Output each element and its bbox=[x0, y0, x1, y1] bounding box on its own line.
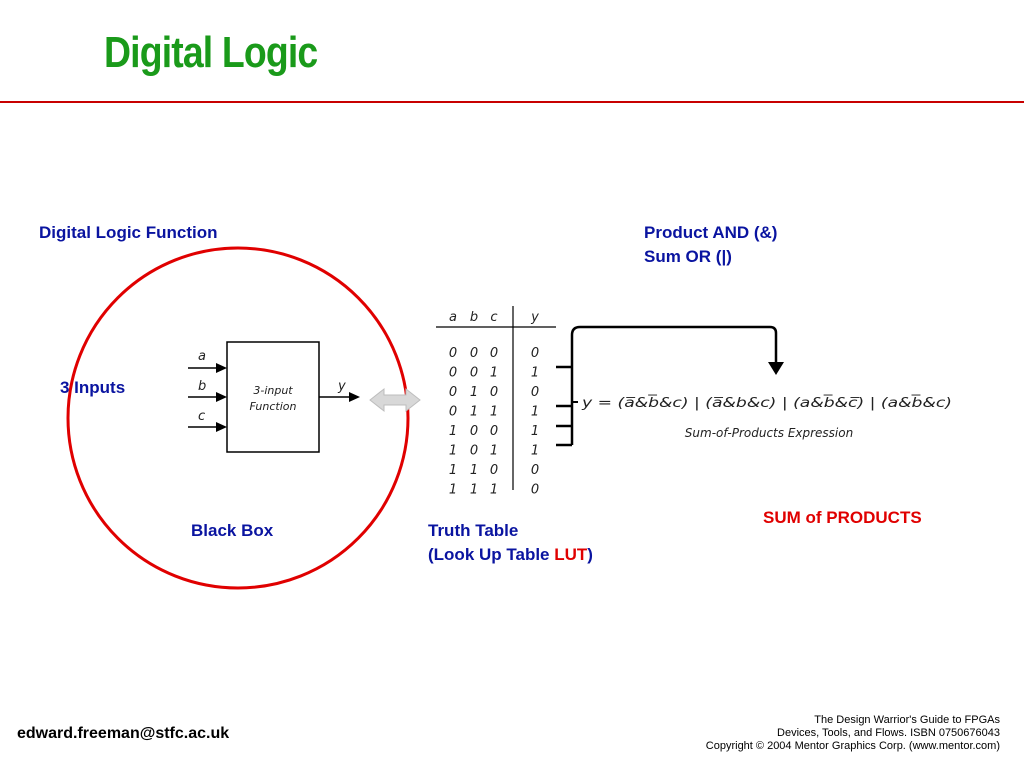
output-arrowhead bbox=[349, 392, 360, 402]
table-cell: 0 bbox=[531, 346, 539, 361]
table-cell: 1 bbox=[490, 483, 498, 498]
table-cell: 1 bbox=[531, 444, 539, 459]
sop-caption: Sum-of-Products Expression bbox=[685, 426, 853, 440]
table-cell: 0 bbox=[531, 385, 539, 400]
table-cell: 0 bbox=[449, 366, 457, 381]
table-cell: 1 bbox=[449, 483, 457, 498]
table-cell: 1 bbox=[531, 366, 539, 381]
table-cell: 0 bbox=[470, 346, 478, 361]
bracket-to-expression bbox=[570, 325, 778, 364]
table-cell: 1 bbox=[470, 405, 478, 420]
input-arrowheads bbox=[216, 363, 227, 432]
table-header-c: c bbox=[490, 310, 497, 325]
table-header-b: b bbox=[470, 310, 478, 325]
citation: The Design Warrior's Guide to FPGAs Devi… bbox=[706, 714, 1000, 753]
table-cell: 1 bbox=[531, 424, 539, 439]
table-cell: 0 bbox=[449, 346, 457, 361]
table-cell: 0 bbox=[449, 405, 457, 420]
table-cell: 1 bbox=[470, 385, 478, 400]
table-cell: 1 bbox=[470, 483, 478, 498]
table-cell: 1 bbox=[490, 444, 498, 459]
table-cell: 1 bbox=[531, 405, 539, 420]
sum-of-products-label: SUM of PRODUCTS bbox=[763, 508, 922, 527]
page-title: Digital Logic bbox=[104, 28, 318, 77]
table-header-a: a bbox=[449, 310, 457, 325]
look-up-table-prefix: (Look Up Table bbox=[428, 545, 555, 564]
lut-highlight: LUT bbox=[554, 545, 588, 564]
table-cell: 0 bbox=[490, 385, 498, 400]
double-arrow-icon bbox=[369, 387, 421, 413]
table-cell: 1 bbox=[470, 463, 478, 478]
box-text-line1: 3-input bbox=[253, 384, 293, 397]
title-divider bbox=[0, 101, 1024, 103]
table-cell: 1 bbox=[490, 366, 498, 381]
table-cell: 1 bbox=[449, 463, 457, 478]
table-cell: 0 bbox=[449, 385, 457, 400]
table-cell: 1 bbox=[449, 424, 457, 439]
citation-line-2: Devices, Tools, and Flows. ISBN 07506760… bbox=[777, 727, 1000, 739]
table-cell: 0 bbox=[470, 366, 478, 381]
author-email: edward.freeman@stfc.ac.uk bbox=[17, 725, 230, 742]
input-c-label: c bbox=[198, 409, 205, 424]
sop-expression: y = (a̅&b̅&c) | (a̅&b&c) | (a&b̅&c̅) | (… bbox=[581, 395, 952, 411]
table-cell: 1 bbox=[449, 444, 457, 459]
three-inputs-label: 3 Inputs bbox=[60, 378, 126, 397]
black-box-label: Black Box bbox=[191, 521, 274, 540]
table-cell: 0 bbox=[531, 463, 539, 478]
table-header: a b c y bbox=[449, 310, 539, 325]
table-cell: 0 bbox=[470, 444, 478, 459]
citation-line-3: Copyright © 2004 Mentor Graphics Corp. (… bbox=[705, 740, 1000, 752]
table-cell: 0 bbox=[490, 424, 498, 439]
function-box bbox=[226, 341, 320, 453]
table-cell: 0 bbox=[470, 424, 478, 439]
product-and-label: Product AND (&) bbox=[644, 223, 778, 242]
box-text-line2: Function bbox=[250, 400, 297, 413]
table-cell: 1 bbox=[490, 405, 498, 420]
table-cell: 0 bbox=[490, 463, 498, 478]
expression-arrowhead bbox=[768, 362, 784, 375]
input-a-label: a bbox=[198, 349, 206, 364]
table-header-y: y bbox=[530, 310, 539, 325]
table-cell: 0 bbox=[490, 346, 498, 361]
digital-logic-function-label: Digital Logic Function bbox=[39, 223, 218, 242]
truth-table-label: Truth Table bbox=[428, 521, 519, 540]
input-b-label: b bbox=[198, 379, 206, 394]
citation-line-1: The Design Warrior's Guide to FPGAs bbox=[814, 714, 1000, 726]
row-connectors bbox=[556, 335, 574, 447]
highlight-circle bbox=[66, 246, 410, 590]
sum-or-label: Sum OR (|) bbox=[644, 247, 732, 266]
look-up-table-suffix: ) bbox=[587, 545, 593, 564]
output-y-label: y bbox=[337, 379, 346, 394]
table-cell: 0 bbox=[531, 483, 539, 498]
look-up-table-label: (Look Up Table LUT) bbox=[428, 543, 593, 567]
